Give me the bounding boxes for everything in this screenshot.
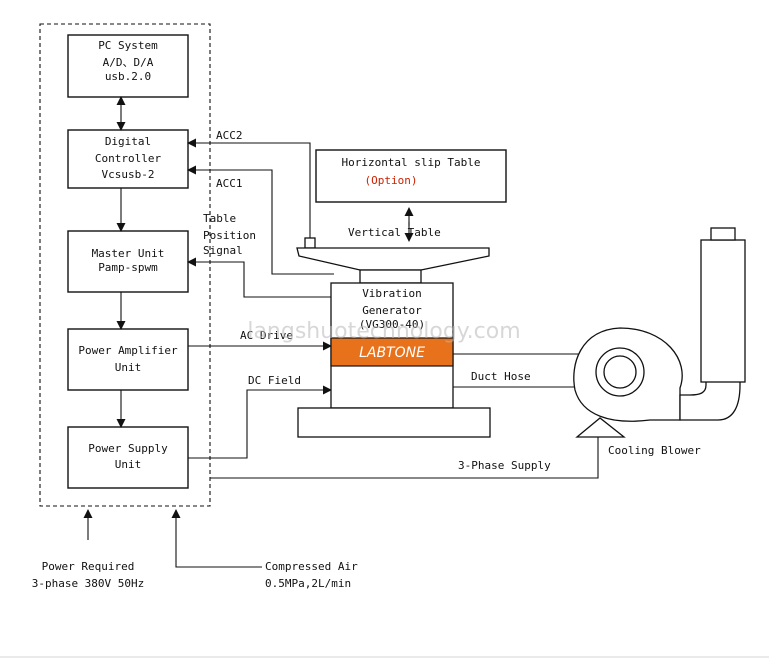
table-position-label-2: Position: [203, 229, 256, 242]
power-supply-line-1: Power Supply: [88, 442, 168, 455]
cooling-blower: [573, 227, 746, 438]
master-unit-block: Master Unit Pamp-spwm: [67, 230, 189, 293]
digital-controller-line-1: Digital: [105, 135, 151, 148]
digital-controller-block: Digital Controller Vcsusb-2: [67, 129, 189, 189]
acc2-label: ACC2: [216, 129, 243, 142]
pc-system-line-1: PC System: [98, 39, 158, 52]
pc-system-block: PC System A/D、D/A usb.2.0: [67, 34, 189, 98]
horizontal-slip-table-label: Horizontal slip Table: [341, 156, 480, 169]
armature-neck: [359, 269, 422, 284]
compressed-air-line-1: Compressed Air: [265, 560, 358, 573]
acc1-signal-line: [187, 165, 334, 275]
digital-controller-line-3: Vcsusb-2: [102, 168, 155, 181]
dc-field-label: DC Field: [248, 374, 301, 387]
compressed-air-line-2: 0.5MPa,2L/min: [265, 577, 351, 590]
labtone-brand-band: [330, 337, 454, 367]
control-cabinet-boundary: [39, 23, 211, 507]
vertical-table-label: Vertical Table: [348, 226, 441, 239]
power-amplifier-block: Power Amplifier Unit: [67, 328, 189, 391]
vibration-generator-line-3: (VG300-40): [359, 318, 425, 331]
blower-inlet-inner: [603, 355, 637, 389]
ac-drive-label: AC Drive: [240, 329, 293, 342]
blower-support-stand: [575, 417, 626, 438]
blower-exhaust-stack: [700, 239, 746, 383]
master-unit-line-1: Master Unit: [92, 247, 165, 260]
blower-exhaust-cap: [710, 227, 736, 241]
horizontal-slip-table: Horizontal slip Table (Option): [315, 149, 507, 203]
table-position-signal-line: [187, 257, 331, 298]
dc-field-line: [188, 385, 332, 459]
master-unit-line-2: Pamp-spwm: [98, 261, 158, 274]
blower-exhaust-elbow: [679, 379, 741, 421]
vertical-table-head: [296, 247, 490, 271]
pc-system-line-3: usb.2.0: [105, 70, 151, 83]
power-supply-block: Power Supply Unit: [67, 426, 189, 489]
duct-hose-label: Duct Hose: [471, 370, 531, 383]
horizontal-option-label: (Option): [365, 174, 418, 187]
vibration-generator-base: [297, 407, 491, 438]
vibration-generator-line-2: Generator: [362, 304, 422, 317]
digital-controller-line-2: Controller: [95, 152, 162, 165]
power-required-line-1: Power Required: [42, 560, 135, 573]
compressed-air-line: [171, 509, 262, 568]
three-phase-supply-line: [210, 422, 603, 479]
acc1-label: ACC1: [216, 177, 243, 190]
power-required-line-2: 3-phase 380V 50Hz: [32, 577, 145, 590]
vibration-generator-line-1: Vibration: [362, 287, 422, 300]
power-amplifier-line-2: Unit: [115, 361, 142, 374]
power-supply-line-2: Unit: [115, 458, 142, 471]
pc-system-line-2: A/D、D/A: [103, 56, 154, 69]
three-phase-supply-label: 3-Phase Supply: [458, 459, 551, 472]
cooling-blower-label: Cooling Blower: [608, 444, 701, 457]
acc2-signal-line: [187, 138, 311, 242]
labtone-brand-label: LABTONE: [359, 345, 425, 361]
watermark: langshuotechnology.com: [247, 319, 520, 344]
accelerometer-sensor: [304, 237, 316, 249]
table-position-label-1: Table: [203, 212, 236, 225]
power-amplifier-line-1: Power Amplifier: [78, 344, 178, 357]
table-position-label-3: Signal: [203, 244, 243, 257]
